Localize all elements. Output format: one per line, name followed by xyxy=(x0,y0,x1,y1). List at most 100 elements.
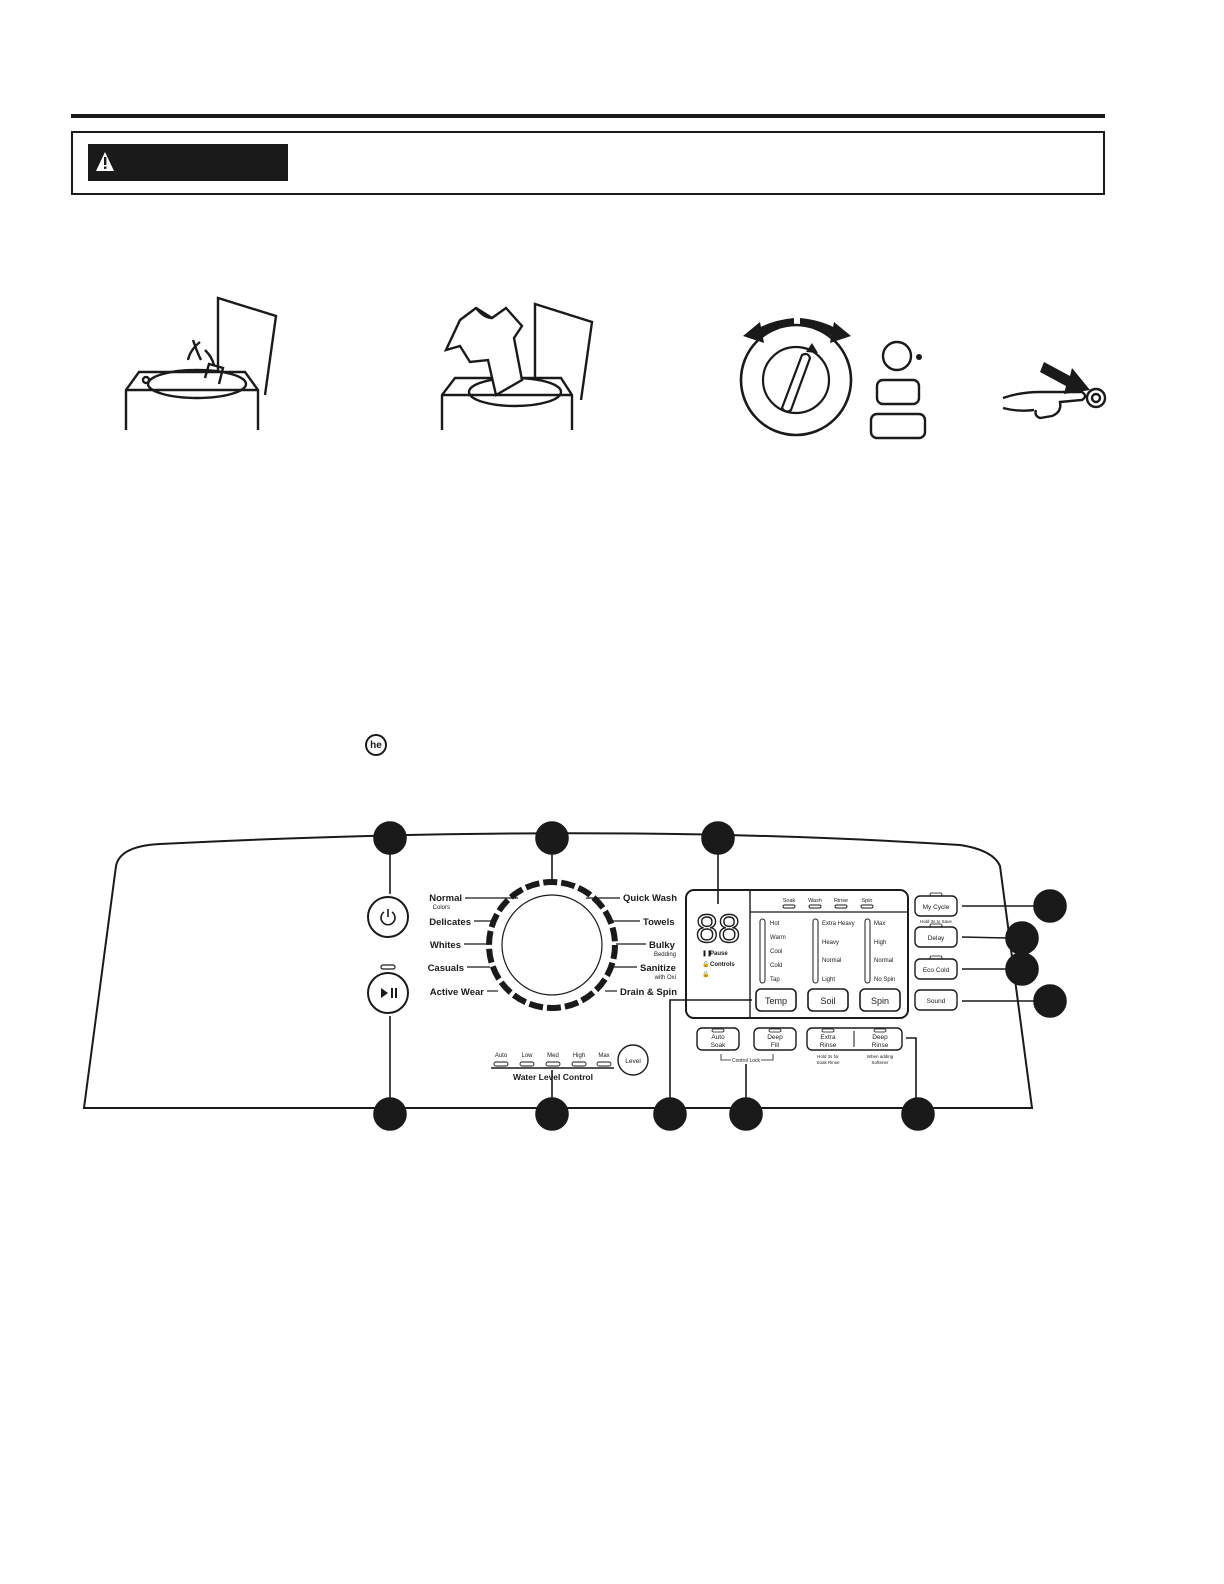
deep-rinse-label-1: Deep xyxy=(872,1034,888,1041)
cycle-label-drain-spin[interactable]: Drain & Spin xyxy=(620,987,677,998)
level-button-label: Level xyxy=(625,1058,641,1065)
callouts xyxy=(373,821,1067,1131)
temp-warm: Warm xyxy=(770,935,786,941)
water-level-med: Med xyxy=(547,1053,559,1059)
power-button[interactable] xyxy=(367,896,409,938)
cycle-label-active-wear[interactable]: Active Wear xyxy=(430,987,485,998)
soil-heavy: Heavy xyxy=(822,940,839,946)
water-level-auto: Auto xyxy=(495,1053,508,1059)
extra-rinse-button[interactable]: Extra Rinse xyxy=(820,1028,837,1049)
spin-levels: Max High Normal No Spin xyxy=(874,921,895,983)
control-panel-outline xyxy=(82,832,1034,1109)
cycle-sublabel-colors: Colors xyxy=(433,905,450,911)
he-logo: he xyxy=(365,734,387,756)
eco-cold-label: Eco Cold xyxy=(923,967,950,974)
step-press-start-illustration xyxy=(1002,362,1107,420)
soil-normal: Normal xyxy=(822,958,841,964)
spin-normal: Normal xyxy=(874,958,893,964)
spin-button[interactable]: Spin xyxy=(859,988,901,1012)
stage-label-wash: Wash xyxy=(808,898,822,904)
softener-note-2: Softener xyxy=(871,1060,889,1065)
callout-eco-cold xyxy=(1005,952,1039,986)
deep-fill-label-1: Deep xyxy=(767,1034,783,1041)
temp-button[interactable]: Temp xyxy=(755,988,797,1012)
temp-tap: Tap xyxy=(770,977,780,983)
soak-rinse-note-1: Hold 3s for xyxy=(817,1054,839,1059)
temp-cool: Cool xyxy=(770,949,782,955)
cycle-label-casuals[interactable]: Casuals xyxy=(428,963,464,974)
stage-label-rinse: Rinse xyxy=(834,898,848,904)
start-indicator-light xyxy=(380,964,396,970)
my-cycle-label: My Cycle xyxy=(923,904,950,911)
spin-level-bar xyxy=(864,918,871,984)
soak-rinse-note-2: Soak Rinse xyxy=(816,1060,840,1065)
controls-status-label: Controls xyxy=(710,962,735,968)
soil-extra-heavy: Extra Heavy xyxy=(822,921,855,927)
callout-top-power xyxy=(373,821,407,855)
play-pause-icon xyxy=(381,988,397,998)
eco-cold-button[interactable]: Eco Cold xyxy=(914,955,958,980)
temp-cold: Cold xyxy=(770,963,782,969)
lid-lock-icon: 🔒 xyxy=(702,970,709,978)
extra-rinse-label-1: Extra xyxy=(820,1034,836,1041)
delay-button[interactable]: Delay xyxy=(914,923,958,948)
callout-bottom-start xyxy=(373,1097,407,1131)
level-button[interactable]: Level xyxy=(617,1044,649,1076)
cycle-selector-dial[interactable] xyxy=(486,879,618,1011)
stage-label-soak: Soak xyxy=(783,898,796,904)
soil-level-bar xyxy=(812,918,819,984)
temp-hot: Hot xyxy=(770,921,780,927)
spin-button-label: Spin xyxy=(871,996,889,1006)
spin-no-spin: No Spin xyxy=(874,977,895,983)
cycle-label-whites[interactable]: Whites xyxy=(430,940,461,951)
pause-status-label: Pause xyxy=(710,951,728,957)
water-level-high: High xyxy=(573,1053,585,1059)
cycle-label-sanitize[interactable]: Sanitize xyxy=(640,963,676,974)
warning-label xyxy=(88,144,288,181)
rinse-button-group xyxy=(806,1027,903,1051)
dial-labels-right: Quick Wash Towels Bulky Bedding Sanitize… xyxy=(620,893,677,998)
auto-soak-label-1: Auto xyxy=(711,1034,725,1041)
cycle-label-towels[interactable]: Towels xyxy=(643,917,675,928)
callout-bottom-water-level xyxy=(535,1097,569,1131)
temp-levels: Hot Warm Cool Cold Tap xyxy=(770,921,786,983)
cycle-label-bulky[interactable]: Bulky xyxy=(649,940,676,951)
softener-note-1: When adding xyxy=(867,1054,894,1059)
water-level-control: Auto Low Med High Max Water Level Contro… xyxy=(491,1053,614,1082)
water-level-max: Max xyxy=(598,1053,609,1059)
soil-levels: Extra Heavy Heavy Normal Light xyxy=(822,921,855,983)
spin-max: Max xyxy=(874,921,885,927)
deep-rinse-button[interactable]: Deep Rinse xyxy=(872,1028,889,1049)
water-level-title: Water Level Control xyxy=(513,1072,593,1082)
callout-top-dial xyxy=(535,821,569,855)
cycle-label-quick-wash[interactable]: Quick Wash xyxy=(623,893,677,904)
my-cycle-button[interactable]: My Cycle xyxy=(914,892,958,917)
sound-button[interactable]: Sound xyxy=(914,989,958,1011)
callout-bottom-temp xyxy=(653,1097,687,1131)
deep-fill-label-2: Fill xyxy=(771,1042,780,1049)
sound-label: Sound xyxy=(927,998,946,1005)
spin-high: High xyxy=(874,940,886,946)
power-icon xyxy=(380,909,396,926)
dial-labels-left: Normal Colors Delicates Whites Casuals A… xyxy=(428,893,485,998)
callout-top-display xyxy=(701,821,735,855)
display-panel: 88 ❚❚ Pause 🔒 Controls 🔒 xyxy=(685,889,909,1019)
water-level-low: Low xyxy=(521,1053,533,1059)
auto-soak-button[interactable]: Auto Soak xyxy=(696,1027,740,1051)
lock-icon: 🔒 xyxy=(702,960,709,968)
cycle-sublabel-with-oxi: with Oxi xyxy=(654,975,676,981)
extra-rinse-label-2: Rinse xyxy=(820,1042,837,1049)
cycle-label-delicates[interactable]: Delicates xyxy=(429,917,471,928)
step-add-detergent-illustration xyxy=(124,296,278,430)
deep-fill-button[interactable]: Deep Fill xyxy=(753,1027,797,1051)
callout-bottom-control-lock xyxy=(729,1097,763,1131)
cycle-label-normal[interactable]: Normal xyxy=(429,893,462,904)
top-rule xyxy=(71,114,1105,118)
start-pause-button[interactable] xyxy=(367,972,409,1014)
stage-indicators: Soak Wash Rinse Spin xyxy=(782,898,874,909)
callout-my-cycle xyxy=(1033,889,1067,923)
stage-label-spin: Spin xyxy=(861,898,872,904)
soil-button[interactable]: Soil xyxy=(807,988,849,1012)
callout-delay xyxy=(1005,921,1039,955)
soil-light: Light xyxy=(822,977,835,983)
